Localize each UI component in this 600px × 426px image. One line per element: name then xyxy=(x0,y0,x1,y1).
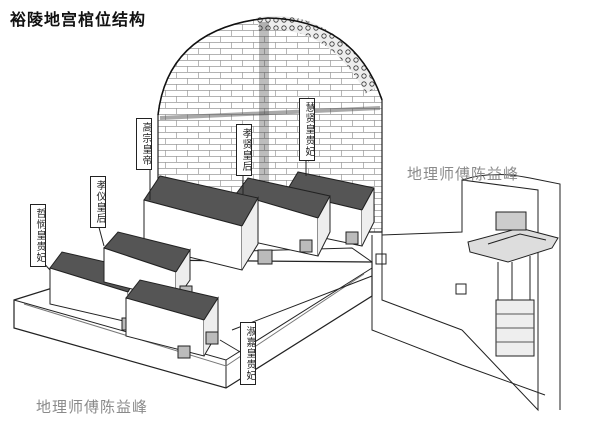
page-title: 裕陵地宫棺位结构 xyxy=(10,10,147,29)
label-huixian: 慧贤皇贵妃 xyxy=(299,98,315,161)
label-shujia: 淑嘉皇贵妃 xyxy=(240,322,256,385)
watermark-bottom: 地理师傅陈益峰 xyxy=(36,398,149,416)
coffin-main xyxy=(143,175,273,271)
label-xiaoyi: 孝仪皇后 xyxy=(90,176,106,228)
stone-gate xyxy=(461,173,561,410)
coffin-front-right xyxy=(125,279,219,359)
label-qianlong: 高宗皇帝 xyxy=(136,118,152,170)
label-zhemin: 哲悯皇贵妃 xyxy=(30,204,46,267)
watermark-top: 地理师傅陈益峰 xyxy=(407,165,520,183)
label-xiaoxian: 孝贤皇后 xyxy=(236,124,252,176)
